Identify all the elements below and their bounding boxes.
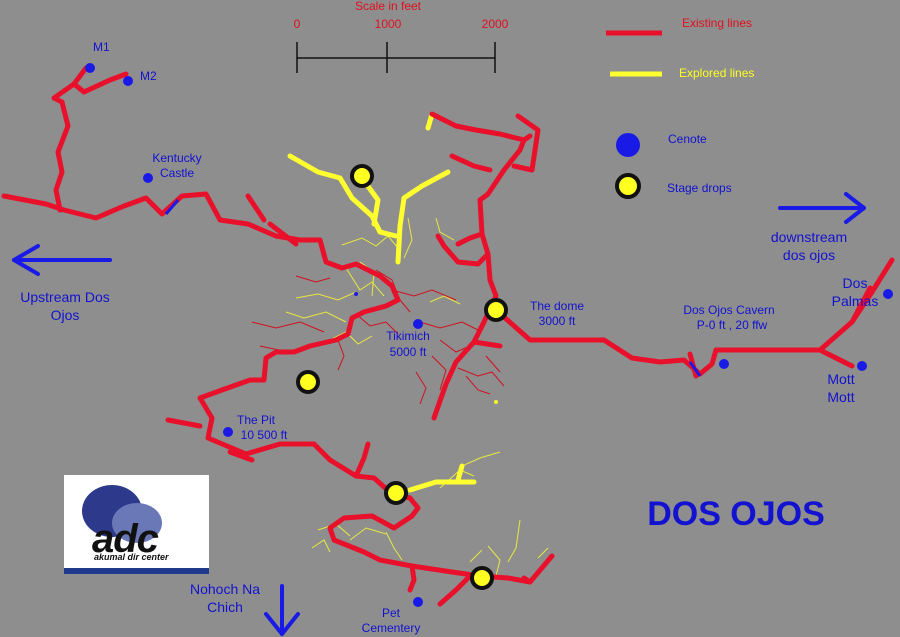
existing-thin-lines [251, 269, 505, 405]
label-dome-2: 3000 ft [539, 314, 576, 328]
label-dospalmas-1: Dos [843, 275, 868, 291]
direction-arrows [12, 192, 866, 636]
label-upstream-1: Upstream Dos [20, 289, 109, 305]
arrow-right-icon [778, 192, 866, 224]
legend-stage-label: Stage drops [667, 181, 732, 195]
label-pit-2: 10 500 ft [241, 428, 288, 442]
label-dospalmas-2: Palmas [832, 293, 879, 309]
logo-tagline: akumal dir center [94, 552, 169, 562]
label-m2: M2 [140, 69, 157, 83]
label-kentucky-1: Kentucky [152, 151, 201, 165]
place-labels: M1 M2 Kentucky Castle The dome 3000 ft T… [20, 40, 878, 635]
scale-tick-0: 0 [294, 17, 301, 31]
cenote-dot [413, 597, 423, 607]
logo-shape [112, 503, 162, 543]
label-mott-1: Mott [827, 371, 854, 387]
cenote-dot [143, 173, 153, 183]
map-title: DOS OJOS [647, 495, 825, 533]
cenotes [85, 63, 893, 607]
label-mott-2: Mott [827, 389, 854, 405]
legend-existing-label: Existing lines [682, 16, 752, 30]
legend: Existing lines Explored lines Cenote Sta… [606, 16, 754, 199]
label-cavern-2: P-0 ft , 20 ffw [697, 318, 768, 332]
stage-drop-marker [296, 370, 320, 394]
scale-bar: Scale in feet 0 1000 2000 [294, 0, 509, 73]
label-downstream-2: dos ojos [783, 247, 835, 263]
label-nohoch-2: Chich [207, 599, 243, 615]
cenote-dot [123, 76, 133, 86]
scale-tick-1000: 1000 [375, 17, 402, 31]
label-nohoch-1: Nohoch Na [190, 581, 260, 597]
label-pet-1: Pet [382, 606, 401, 620]
cenote-dot [719, 359, 729, 369]
cenote-dot [223, 427, 233, 437]
stage-drop-marker [484, 298, 508, 322]
legend-stage-drop-icon [615, 173, 641, 199]
stage-drop-marker [350, 164, 374, 188]
legend-cenote-label: Cenote [668, 132, 707, 146]
legend-explored-label: Explored lines [679, 66, 754, 80]
cenote-dot [354, 292, 358, 296]
arrow-down-icon [264, 584, 300, 636]
label-pet-2: Cementery [362, 621, 421, 635]
label-tikimich-2: 5000 ft [390, 345, 427, 359]
label-kentucky-2: Castle [160, 166, 194, 180]
arrow-left-icon [12, 244, 112, 276]
stage-drop-marker [384, 481, 408, 505]
label-upstream-2: Ojos [51, 307, 80, 323]
label-dome-1: The dome [530, 299, 584, 313]
label-cavern-1: Dos Ojos Cavern [683, 303, 774, 317]
scale-title: Scale in feet [355, 0, 422, 13]
label-tikimich-1: Tikimich [386, 329, 430, 343]
scale-tick-2000: 2000 [482, 17, 509, 31]
explored-thin-lines [285, 217, 549, 577]
stage-drops [296, 164, 508, 590]
logo-brand: adc [92, 517, 159, 561]
legend-cenote-icon [616, 133, 640, 157]
cenote-dot [857, 361, 867, 371]
explored-main-lines [287, 111, 477, 493]
label-pit-1: The Pit [237, 413, 276, 427]
cenote-dot [85, 63, 95, 73]
cenote-dot [413, 319, 423, 329]
small-yellow-dot [494, 400, 498, 404]
label-m1: M1 [93, 40, 110, 54]
label-downstream-1: downstream [771, 229, 847, 245]
cenote-dot [883, 289, 893, 299]
adc-logo: adc akumal dir center [64, 475, 209, 574]
stage-drop-marker [470, 566, 494, 590]
cenote-marks [164, 199, 702, 377]
